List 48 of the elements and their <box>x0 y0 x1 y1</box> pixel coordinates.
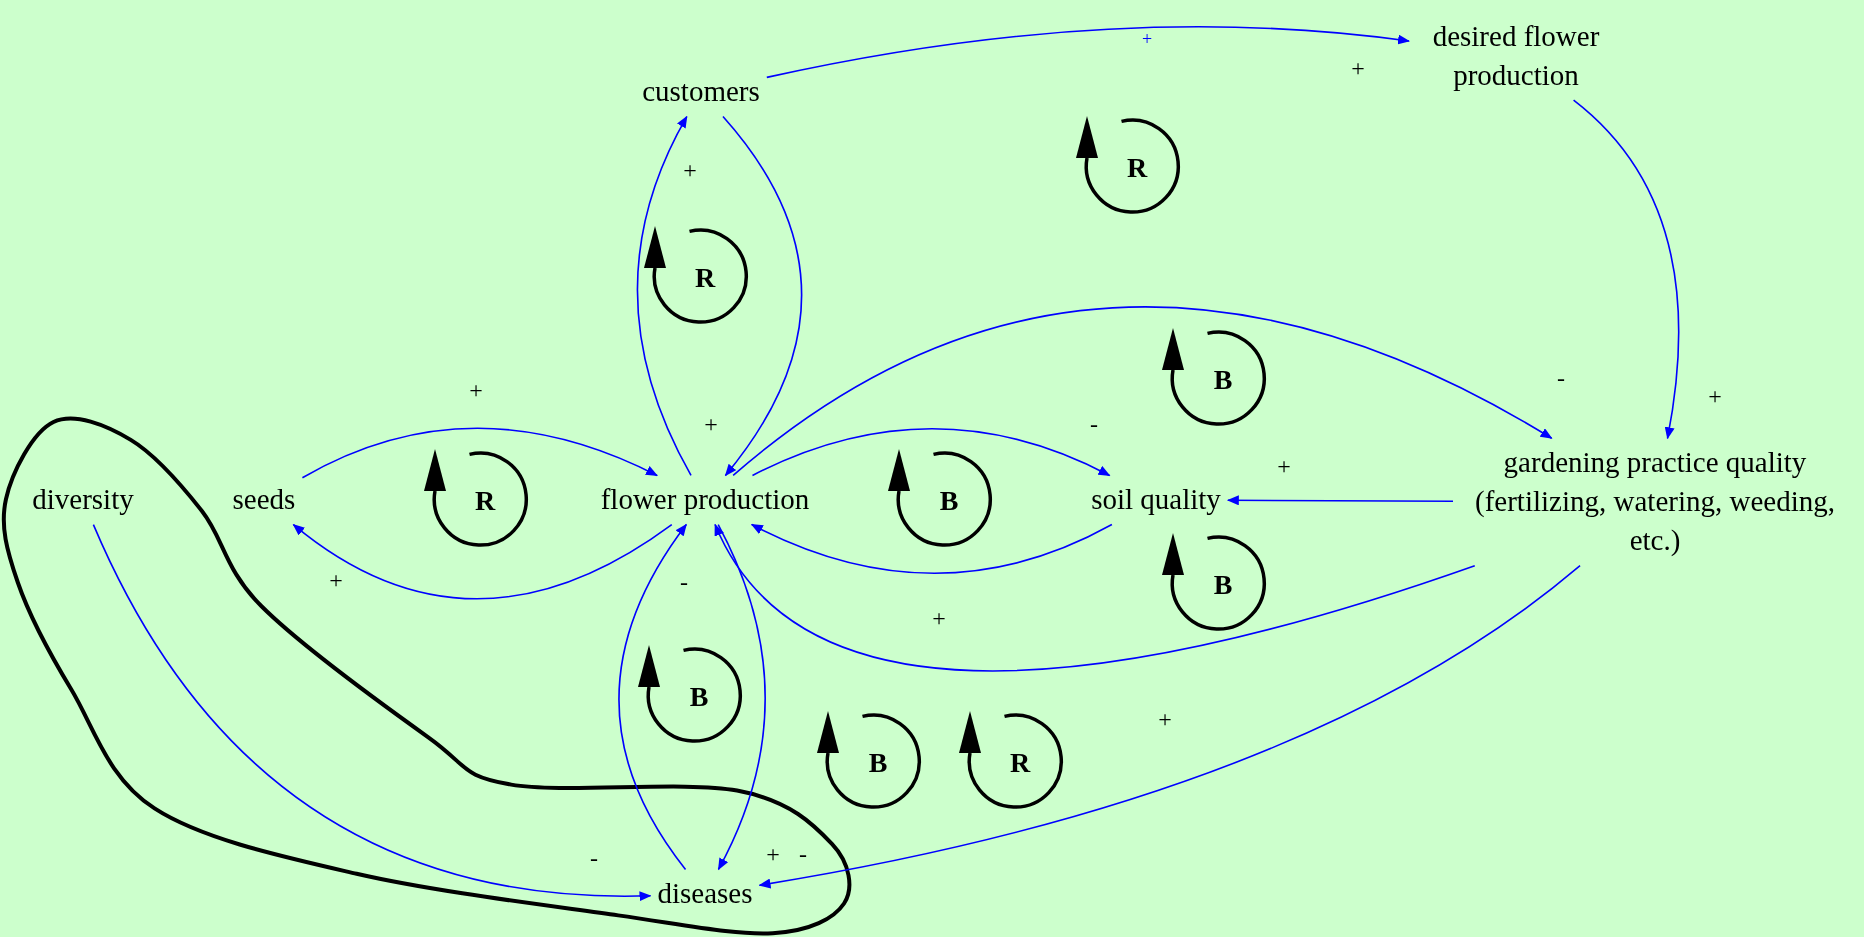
causal-arrow <box>292 523 673 600</box>
causal-arrow <box>722 115 803 477</box>
causal-arrow <box>92 523 652 901</box>
variable-label: soil quality <box>1087 478 1225 522</box>
polarity-sign: + <box>1277 454 1291 478</box>
loop-type-label: B <box>868 749 888 777</box>
causal-arrow <box>714 523 1476 671</box>
loop-type-label: R <box>694 264 716 292</box>
polarity-sign: + <box>766 842 780 866</box>
loop-type-label: R <box>474 487 496 515</box>
causal-arrow <box>732 306 1553 477</box>
loop-type-label: R <box>1009 749 1031 777</box>
loop-type-label: R <box>1126 154 1148 182</box>
variable-label: desired flower production <box>1412 14 1620 98</box>
polarity-sign: + <box>469 378 483 402</box>
polarity-sign: - <box>1090 412 1098 436</box>
loop-type-label: B <box>939 487 959 515</box>
variable-label: diseases <box>653 872 757 916</box>
polarity-sign: + <box>329 568 343 592</box>
polarity-sign: - <box>799 842 807 866</box>
polarity-sign: - <box>1557 366 1565 390</box>
causal-arrow <box>766 26 1410 79</box>
polarity-sign: + <box>683 158 697 182</box>
polarity-sign: + <box>1351 56 1365 80</box>
variable-label: diversity <box>28 478 138 522</box>
causal-arrow <box>717 523 766 871</box>
causal-arrow <box>750 523 1113 575</box>
causal-arrow <box>1572 99 1680 440</box>
causal-arrow <box>636 115 692 477</box>
causal-arrow <box>301 427 658 479</box>
variable-label: seeds <box>228 478 300 522</box>
polarity-sign: - <box>590 846 598 870</box>
polarity-sign: + <box>1158 707 1172 731</box>
loop-type-label: B <box>1213 366 1233 394</box>
loop-type-label: B <box>1213 571 1233 599</box>
causal-arrow <box>758 564 1581 889</box>
polarity-sign: + <box>704 412 718 436</box>
loop-type-label: B <box>689 683 709 711</box>
polarity-sign: - <box>680 570 688 594</box>
polarity-sign: + <box>932 606 946 630</box>
variable-label: gardening practice quality (fertilizing, watering, weeding, etc.) <box>1456 441 1854 563</box>
causal-arrow <box>751 427 1111 477</box>
polarity-sign: + <box>1708 384 1722 408</box>
causal-arrow <box>1226 495 1454 506</box>
variable-label: customers <box>638 70 764 114</box>
variable-label: flower production <box>596 478 814 522</box>
causal-arrow <box>618 523 688 871</box>
polarity-sign: + <box>1141 30 1153 48</box>
